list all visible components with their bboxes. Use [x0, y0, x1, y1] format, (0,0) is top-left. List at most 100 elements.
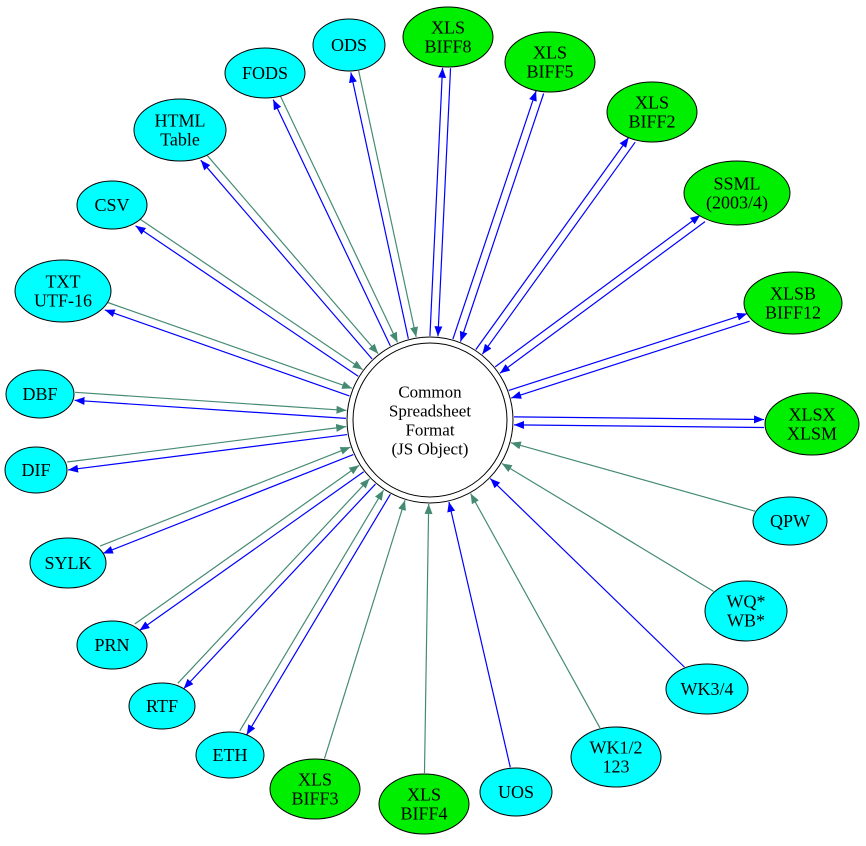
- edge-xls-biff2-write-in: [481, 141, 636, 355]
- edge-prn-read-in: [134, 464, 360, 625]
- node-xls-biff8-label: BIFF8: [424, 37, 471, 57]
- node-ssml-2003-4-label: SSML: [713, 174, 760, 194]
- node-dif-label: DIF: [21, 460, 50, 480]
- node-html-table: [133, 98, 227, 162]
- edge-xls-biff2-write-out: [475, 137, 630, 350]
- edge-xls-biff8-write-in: [434, 68, 452, 337]
- node-xls-biff4-label: XLS: [407, 785, 441, 805]
- node-wq-wb-label: WQ*: [727, 592, 766, 612]
- node-dif: [4, 446, 68, 494]
- node-uos: [479, 767, 553, 817]
- edge-eth-read-in: [239, 489, 385, 732]
- edge-dbf-read-in: [75, 391, 347, 414]
- edge-csv-read-in: [139, 218, 363, 371]
- node-wk3-4-label: WK3/4: [681, 679, 734, 699]
- node-xls-biff4: [378, 773, 470, 835]
- node-qpw: [752, 496, 828, 546]
- node-html-table-label: Table: [160, 130, 200, 150]
- node-ods-label: ODS: [331, 35, 367, 55]
- edges-layer: [66, 67, 765, 774]
- node-sylk: [29, 537, 107, 589]
- edge-xls-biff5-write-out: [452, 90, 537, 340]
- edge-sylk-read-in: [99, 446, 351, 547]
- node-fods: [224, 47, 306, 99]
- node-xls-biff8: [402, 6, 494, 68]
- node-xlsb-biff12-label: BIFF12: [765, 303, 821, 323]
- node-xls-biff2: [606, 81, 698, 143]
- center-node-label-line: Spreadsheet: [389, 402, 471, 421]
- node-xls-biff5-label: BIFF5: [526, 62, 573, 82]
- node-qpw-label: QPW: [770, 511, 810, 531]
- node-xlsb-biff12: [743, 271, 843, 335]
- edge-xlsb-biff12-write-in: [510, 320, 750, 399]
- edge-ods-read-in: [358, 70, 418, 338]
- edge-xls-biff8-write-out: [429, 67, 447, 336]
- node-fods-label: FODS: [242, 63, 288, 83]
- node-txt-utf-16-label: UTF-16: [34, 291, 92, 311]
- edge-sylk-write-out: [102, 454, 354, 555]
- node-xls-biff5-label: XLS: [533, 43, 567, 63]
- edge-wq-wb-read-in: [501, 462, 714, 592]
- node-xls-biff8-label: XLS: [431, 18, 465, 38]
- node-xls-biff5: [504, 31, 596, 93]
- edge-prn-write-out: [139, 471, 365, 631]
- edge-fods-write-out: [272, 99, 391, 347]
- edge-fods-read-in: [279, 95, 399, 343]
- node-dbf-label: DBF: [22, 384, 57, 404]
- node-dbf: [5, 369, 75, 419]
- node-wk1-2-123: [570, 726, 662, 788]
- node-rtf-label: RTF: [146, 696, 178, 716]
- edge-html-table-write-out: [200, 159, 373, 360]
- edge-rtf-read-in: [177, 478, 371, 684]
- node-ods: [312, 18, 386, 72]
- edge-ssml-2003-4-write-in: [499, 221, 706, 374]
- node-xls-biff3-label: XLS: [298, 770, 332, 790]
- center-node-label-line: Format: [405, 421, 454, 440]
- node-xls-biff2-label: XLS: [635, 93, 669, 113]
- edge-html-table-read-in: [206, 154, 379, 355]
- edge-ods-write-out: [349, 72, 409, 339]
- edge-wk3-4-write-in: [489, 478, 685, 668]
- node-xlsx-xlsm-label: XLSM: [787, 424, 837, 444]
- center-node-label-line: Common: [398, 383, 462, 402]
- center-node-inner-circle: [352, 342, 508, 498]
- edge-xlsx-xlsm-write-out: [514, 415, 765, 424]
- node-xlsb-biff12-label: XLSB: [770, 284, 816, 304]
- node-csv: [76, 180, 148, 230]
- node-wq-wb: [704, 580, 788, 642]
- node-xls-biff2-label: BIFF2: [628, 112, 675, 132]
- node-prn: [76, 620, 148, 670]
- node-csv-label: CSV: [94, 195, 129, 215]
- node-sylk-label: SYLK: [44, 553, 91, 573]
- edge-xls-biff5-write-in: [459, 93, 545, 342]
- edge-xlsx-xlsm-write-in: [513, 420, 764, 429]
- node-ssml-2003-4-label: (2003/4): [706, 193, 768, 214]
- edge-txt-utf-16-write-out: [104, 309, 350, 397]
- edge-xlsb-biff12-write-out: [508, 312, 748, 391]
- edge-xls-biff3-read-in: [323, 500, 406, 759]
- node-wk1-2-123-label: 123: [603, 757, 630, 777]
- node-wk3-4: [665, 663, 749, 715]
- edge-dbf-write-out: [74, 396, 346, 420]
- node-eth: [195, 731, 265, 779]
- edge-qpw-read-in: [510, 441, 756, 512]
- node-wk1-2-123-label: WK1/2: [590, 738, 643, 758]
- node-xlsx-xlsm-label: XLSX: [788, 405, 835, 425]
- edge-wk1-2-123-read-in: [470, 493, 601, 729]
- node-xlsx-xlsm: [764, 392, 860, 456]
- node-wq-wb-label: WB*: [727, 611, 765, 631]
- edge-dif-write-out: [67, 433, 348, 473]
- node-txt-utf-16: [14, 259, 112, 323]
- edge-xls-biff4-read-in: [423, 503, 433, 774]
- edge-txt-utf-16-read-in: [107, 301, 353, 389]
- node-uos-label: UOS: [498, 782, 534, 802]
- node-txt-utf-16-label: TXT: [46, 272, 81, 292]
- node-html-table-label: HTML: [155, 111, 206, 131]
- edge-ssml-2003-4-write-out: [494, 214, 701, 368]
- edge-eth-write-out: [246, 493, 391, 736]
- node-xls-biff3-label: BIFF3: [291, 789, 338, 809]
